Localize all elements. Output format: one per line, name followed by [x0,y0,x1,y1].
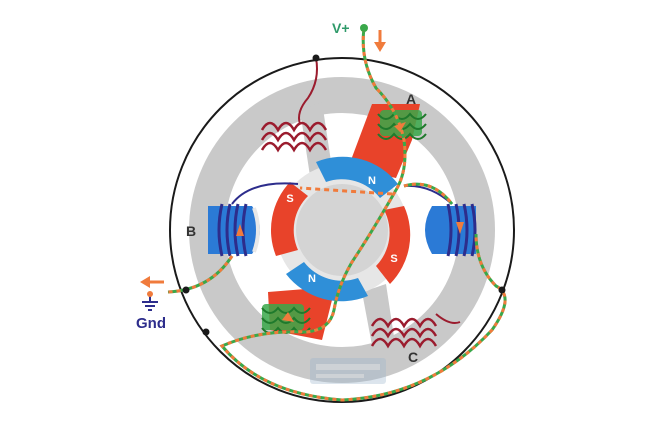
wire-blue-link [231,182,299,205]
arrow-icon [374,30,386,52]
winding-red-upper-left [260,121,328,133]
current-path-rotor-chord [299,186,393,196]
wire-red-right [435,313,461,324]
rotor-south-segment-right [376,206,411,284]
junction-top [312,54,320,62]
pole-a-energized [348,104,427,178]
pole-idle-lower-right [362,284,438,356]
winding-green-a [377,112,427,120]
winding-blue-b [217,203,224,257]
pole-right [425,203,477,257]
rotor-south-label-left: S [286,193,293,205]
arrow-icon [140,276,164,288]
phase-c-label: C [408,349,418,365]
rotor-core [296,184,388,276]
phase-a-label: A [406,91,416,107]
supply-terminal [360,24,368,32]
arrow-icon [282,312,294,322]
stator-ring [189,77,495,383]
rotor [270,156,411,302]
wire-red-top [298,57,318,125]
junction-left [182,286,190,294]
rotor-south-label-right: S [390,253,397,265]
junction-bottom-left [202,328,210,336]
ground-label: Gnd [136,315,166,332]
pole-b [208,203,260,257]
rotor-north-segment-top [316,156,398,198]
rotor-south-segment-left [270,182,308,256]
current-path-dashed [167,27,507,402]
rotor-north-label-bottom: N [308,273,316,285]
pole-energized-lower-left [261,288,332,340]
arrow-icon [236,224,244,236]
rotor-north-segment-bottom [286,262,368,302]
rotor-north-label-top: N [368,175,376,187]
arrow-icon [394,122,406,132]
ground-symbol-icon [142,291,158,311]
winding-blue-right [446,203,453,257]
phase-b-label: B [186,223,196,239]
arrow-icon [456,222,464,234]
winding-red-lower-right [370,317,438,329]
junction-right [498,286,506,294]
pole-idle-upper-left [260,102,332,176]
housing-outline [169,57,515,403]
supply-label: V+ [332,20,350,36]
winding-green-lower-left [261,306,311,314]
watermark-logo [310,358,386,384]
